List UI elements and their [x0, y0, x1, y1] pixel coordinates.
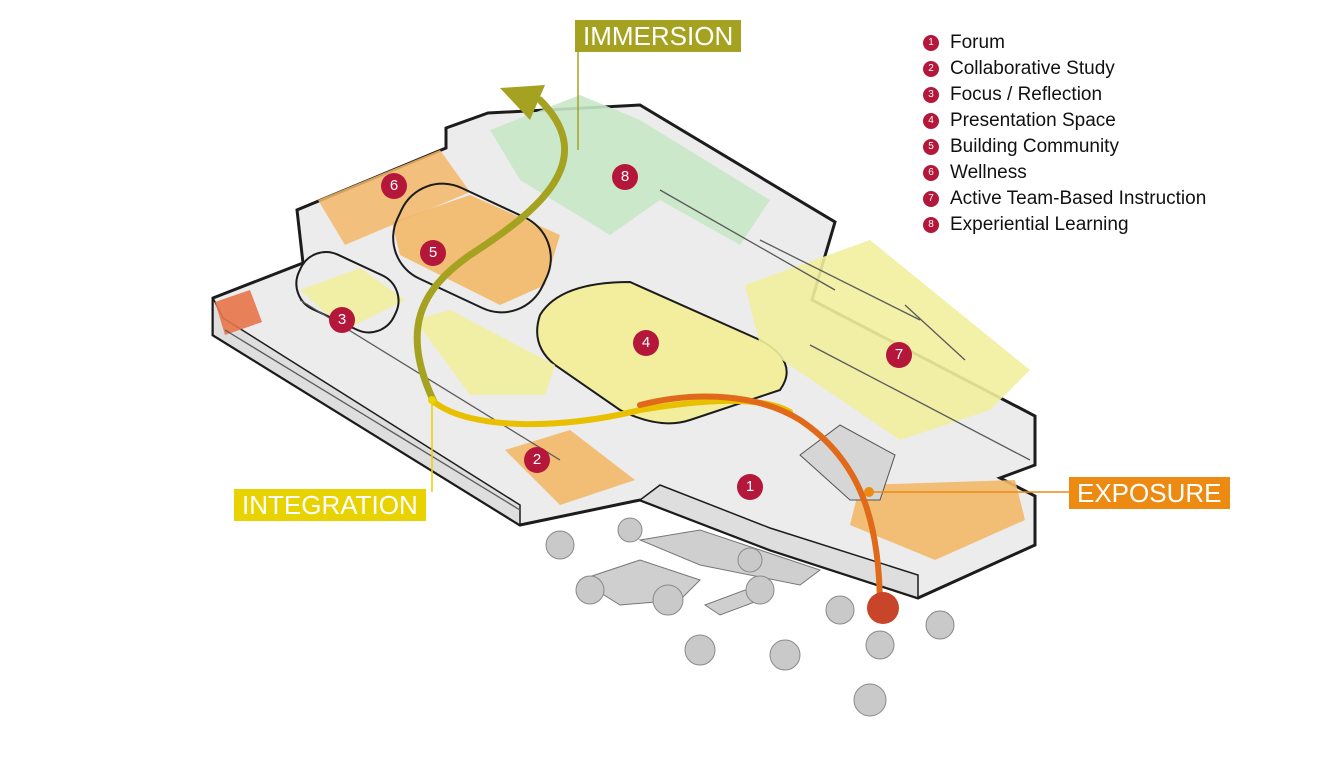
exposure-path	[637, 393, 883, 613]
zone-presentation	[536, 280, 788, 425]
zone-exposure-cafe	[850, 480, 1025, 560]
zone-team-instruction	[745, 240, 1030, 440]
legend-badge: 3	[923, 87, 939, 103]
marker-focus-reflection: 3	[329, 307, 355, 333]
legend-item: 3 Focus / Reflection	[923, 82, 1323, 108]
legend-label: Wellness	[950, 162, 1027, 183]
legend-label: Collaborative Study	[950, 58, 1115, 79]
zone-focus	[300, 268, 405, 330]
immersion-tag: IMMERSION	[575, 20, 742, 52]
immersion-path	[413, 96, 568, 406]
legend-label: Forum	[950, 32, 1005, 53]
marker-active-team-instruction: 7	[886, 342, 912, 368]
marker-building-community: 5	[420, 240, 446, 266]
marker-wellness: 6	[381, 173, 407, 199]
exposure-tag: EXPOSURE	[1069, 477, 1230, 509]
legend-label: Active Team-Based Instruction	[950, 188, 1207, 209]
legend-label: Building Community	[950, 136, 1119, 157]
legend-item: 1 Forum	[923, 30, 1323, 56]
legend: 1 Forum 2 Collaborative Study 3 Focus / Ref…	[923, 30, 1323, 238]
legend-badge: 7	[923, 191, 939, 207]
legend-badge: 1	[923, 35, 939, 51]
integration-tag: INTEGRATION	[234, 489, 426, 521]
legend-badge: 6	[923, 165, 939, 181]
legend-item: 7 Active Team-Based Instruction	[923, 186, 1323, 212]
legend-label: Presentation Space	[950, 110, 1116, 131]
front-wall-right	[638, 484, 919, 600]
legend-badge: 8	[923, 217, 939, 233]
legend-badge: 4	[923, 113, 939, 129]
legend-item: 5 Building Community	[923, 134, 1323, 160]
room-community-outline	[392, 182, 552, 314]
legend-label: Focus / Reflection	[950, 84, 1103, 105]
marker-experiential-learning: 8	[612, 164, 638, 190]
marker-presentation-space: 4	[633, 330, 659, 356]
legend-item: 6 Wellness	[923, 160, 1323, 186]
legend-item: 4 Presentation Space	[923, 108, 1323, 134]
legend-badge: 2	[923, 61, 939, 77]
marker-forum: 1	[737, 474, 763, 500]
zone-collab-study	[415, 310, 555, 395]
integration-node	[428, 396, 436, 404]
legend-item: 2 Collaborative Study	[923, 56, 1323, 82]
immersion-arrowhead	[500, 85, 545, 120]
legend-label: Experiential Learning	[950, 214, 1129, 235]
zone-corner	[215, 290, 262, 335]
legend-badge: 5	[923, 139, 939, 155]
legend-item: 8 Experiential Learning	[923, 212, 1323, 238]
marker-collaborative-study: 2	[524, 447, 550, 473]
trees	[545, 517, 955, 717]
exposure-start-dot	[867, 592, 899, 624]
exposure-node	[864, 487, 874, 497]
